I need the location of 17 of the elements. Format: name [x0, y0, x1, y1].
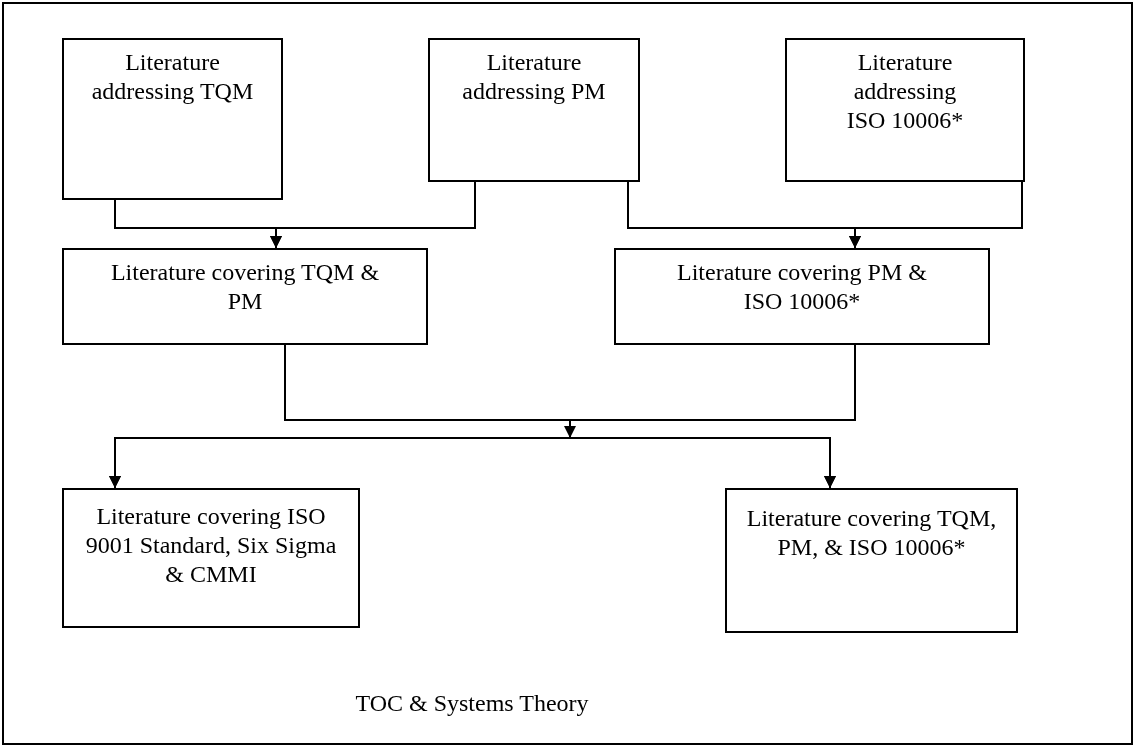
box-text: Literature addressing ISO 10006*: [845, 48, 965, 135]
process-box: [785, 38, 1025, 182]
box-text: Literature covering TQM, PM, & ISO 10006*: [745, 504, 998, 562]
process-box: [62, 248, 428, 345]
process-box: [614, 248, 990, 345]
box-text: Literature addressing TQM: [90, 48, 255, 106]
process-box: [62, 488, 360, 628]
connector-arrow: [849, 181, 1023, 249]
process-box: [725, 488, 1018, 633]
frame-heading: TOC & Systems Theory: [354, 689, 590, 718]
box-text: Literature covering PM & ISO 10006*: [676, 258, 928, 316]
connector-arrow: [270, 181, 476, 249]
box-text: Literature addressing PM: [461, 48, 607, 106]
box-text: Literature covering ISO 9001 Standard, Six Sigma & CMMI: [84, 502, 338, 589]
process-box: [62, 38, 283, 200]
process-box: [428, 38, 640, 182]
box-text: Literature covering TQM & PM: [109, 258, 381, 316]
